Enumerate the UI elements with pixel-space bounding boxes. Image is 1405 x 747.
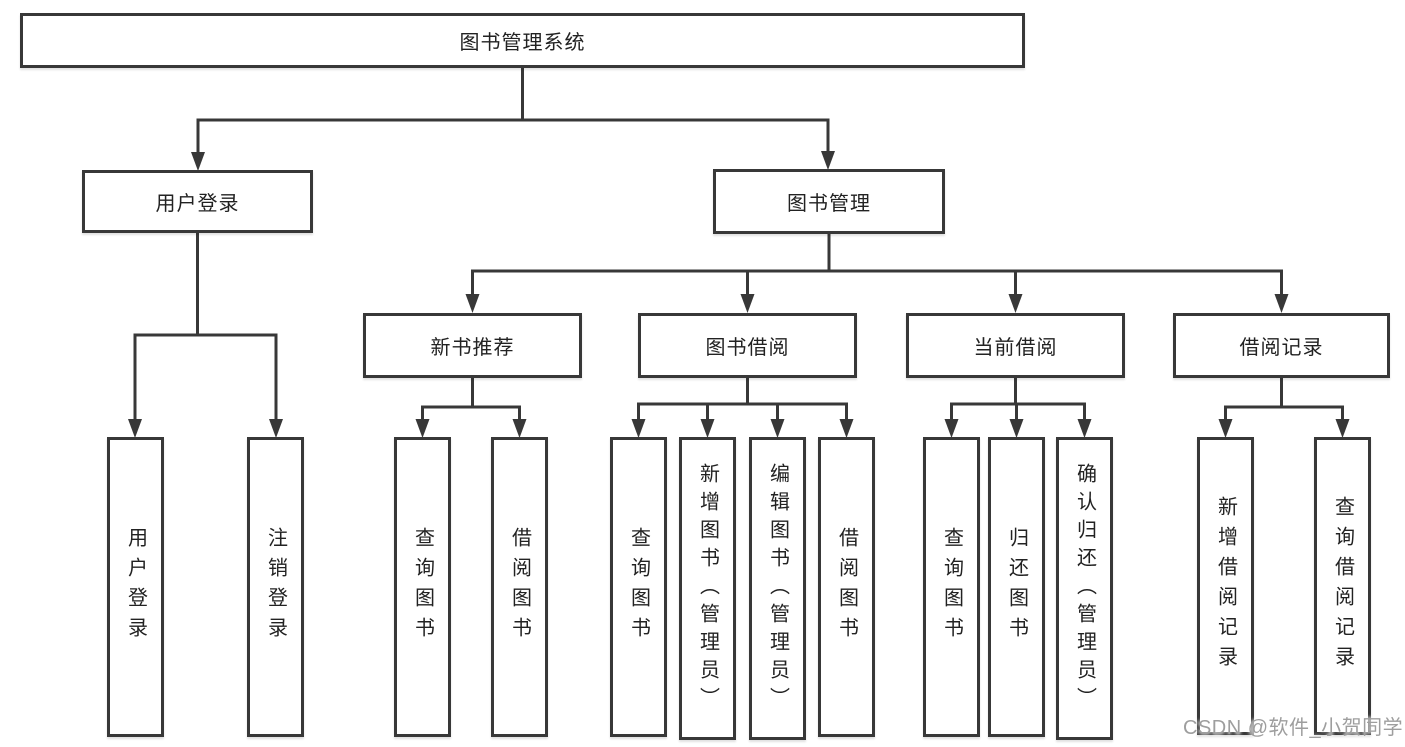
leaf-query-books-recommend-label: 查询图书 <box>411 527 434 647</box>
leaf-query-books-borrowing-label: 查询图书 <box>627 527 650 647</box>
leaf-query-borrow-record: 查询借阅记录 <box>1314 437 1371 735</box>
leaf-logout: 注销登录 <box>247 437 304 737</box>
leaf-confirm-return-admin: 确认归还（管理员） <box>1056 437 1113 740</box>
leaf-query-borrow-record-label: 查询借阅记录 <box>1331 496 1354 676</box>
leaf-query-books-recommend: 查询图书 <box>394 437 451 737</box>
leaf-edit-books-admin: 编辑图书（管理员） <box>749 437 806 740</box>
leaf-add-books-admin: 新增图书（管理员） <box>679 437 736 740</box>
leaf-query-books-current: 查询图书 <box>923 437 980 737</box>
node-new-book-recommend: 新书推荐 <box>363 313 582 378</box>
leaf-add-books-admin-label: 新增图书（管理员） <box>696 462 719 715</box>
csdn-watermark: CSDN @软件_小贺同学 <box>1183 717 1404 739</box>
node-book-management: 图书管理 <box>713 169 945 234</box>
leaf-borrow-books-recommend: 借阅图书 <box>491 437 548 737</box>
node-current-borrowing: 当前借阅 <box>906 313 1125 378</box>
node-new-book-recommend-label: 新书推荐 <box>430 337 515 359</box>
node-root-label: 图书管理系统 <box>459 32 586 54</box>
node-borrow-records: 借阅记录 <box>1173 313 1390 378</box>
node-current-borrowing-label: 当前借阅 <box>973 337 1058 359</box>
leaf-borrow-books-recommend-label: 借阅图书 <box>508 527 531 647</box>
node-book-borrowing: 图书借阅 <box>638 313 857 378</box>
node-book-borrowing-label: 图书借阅 <box>705 337 790 359</box>
leaf-logout-label: 注销登录 <box>264 527 287 647</box>
leaf-user-login: 用户登录 <box>107 437 164 737</box>
leaf-return-books-label: 归还图书 <box>1005 527 1028 647</box>
leaf-add-borrow-record-label: 新增借阅记录 <box>1214 496 1237 676</box>
leaf-borrow-books: 借阅图书 <box>818 437 875 737</box>
leaf-edit-books-admin-label: 编辑图书（管理员） <box>766 462 789 715</box>
node-user-login-label: 用户登录 <box>155 193 240 215</box>
leaf-confirm-return-admin-label: 确认归还（管理员） <box>1073 462 1096 715</box>
leaf-return-books: 归还图书 <box>988 437 1045 737</box>
node-user-login: 用户登录 <box>82 170 313 233</box>
node-borrow-records-label: 借阅记录 <box>1239 337 1324 359</box>
leaf-query-books-current-label: 查询图书 <box>940 527 963 647</box>
leaf-borrow-books-label: 借阅图书 <box>835 527 858 647</box>
leaf-user-login-label: 用户登录 <box>124 527 147 647</box>
node-root-library-system: 图书管理系统 <box>20 13 1025 68</box>
leaf-add-borrow-record: 新增借阅记录 <box>1197 437 1254 735</box>
leaf-query-books-borrowing: 查询图书 <box>610 437 667 737</box>
node-book-management-label: 图书管理 <box>787 193 871 215</box>
